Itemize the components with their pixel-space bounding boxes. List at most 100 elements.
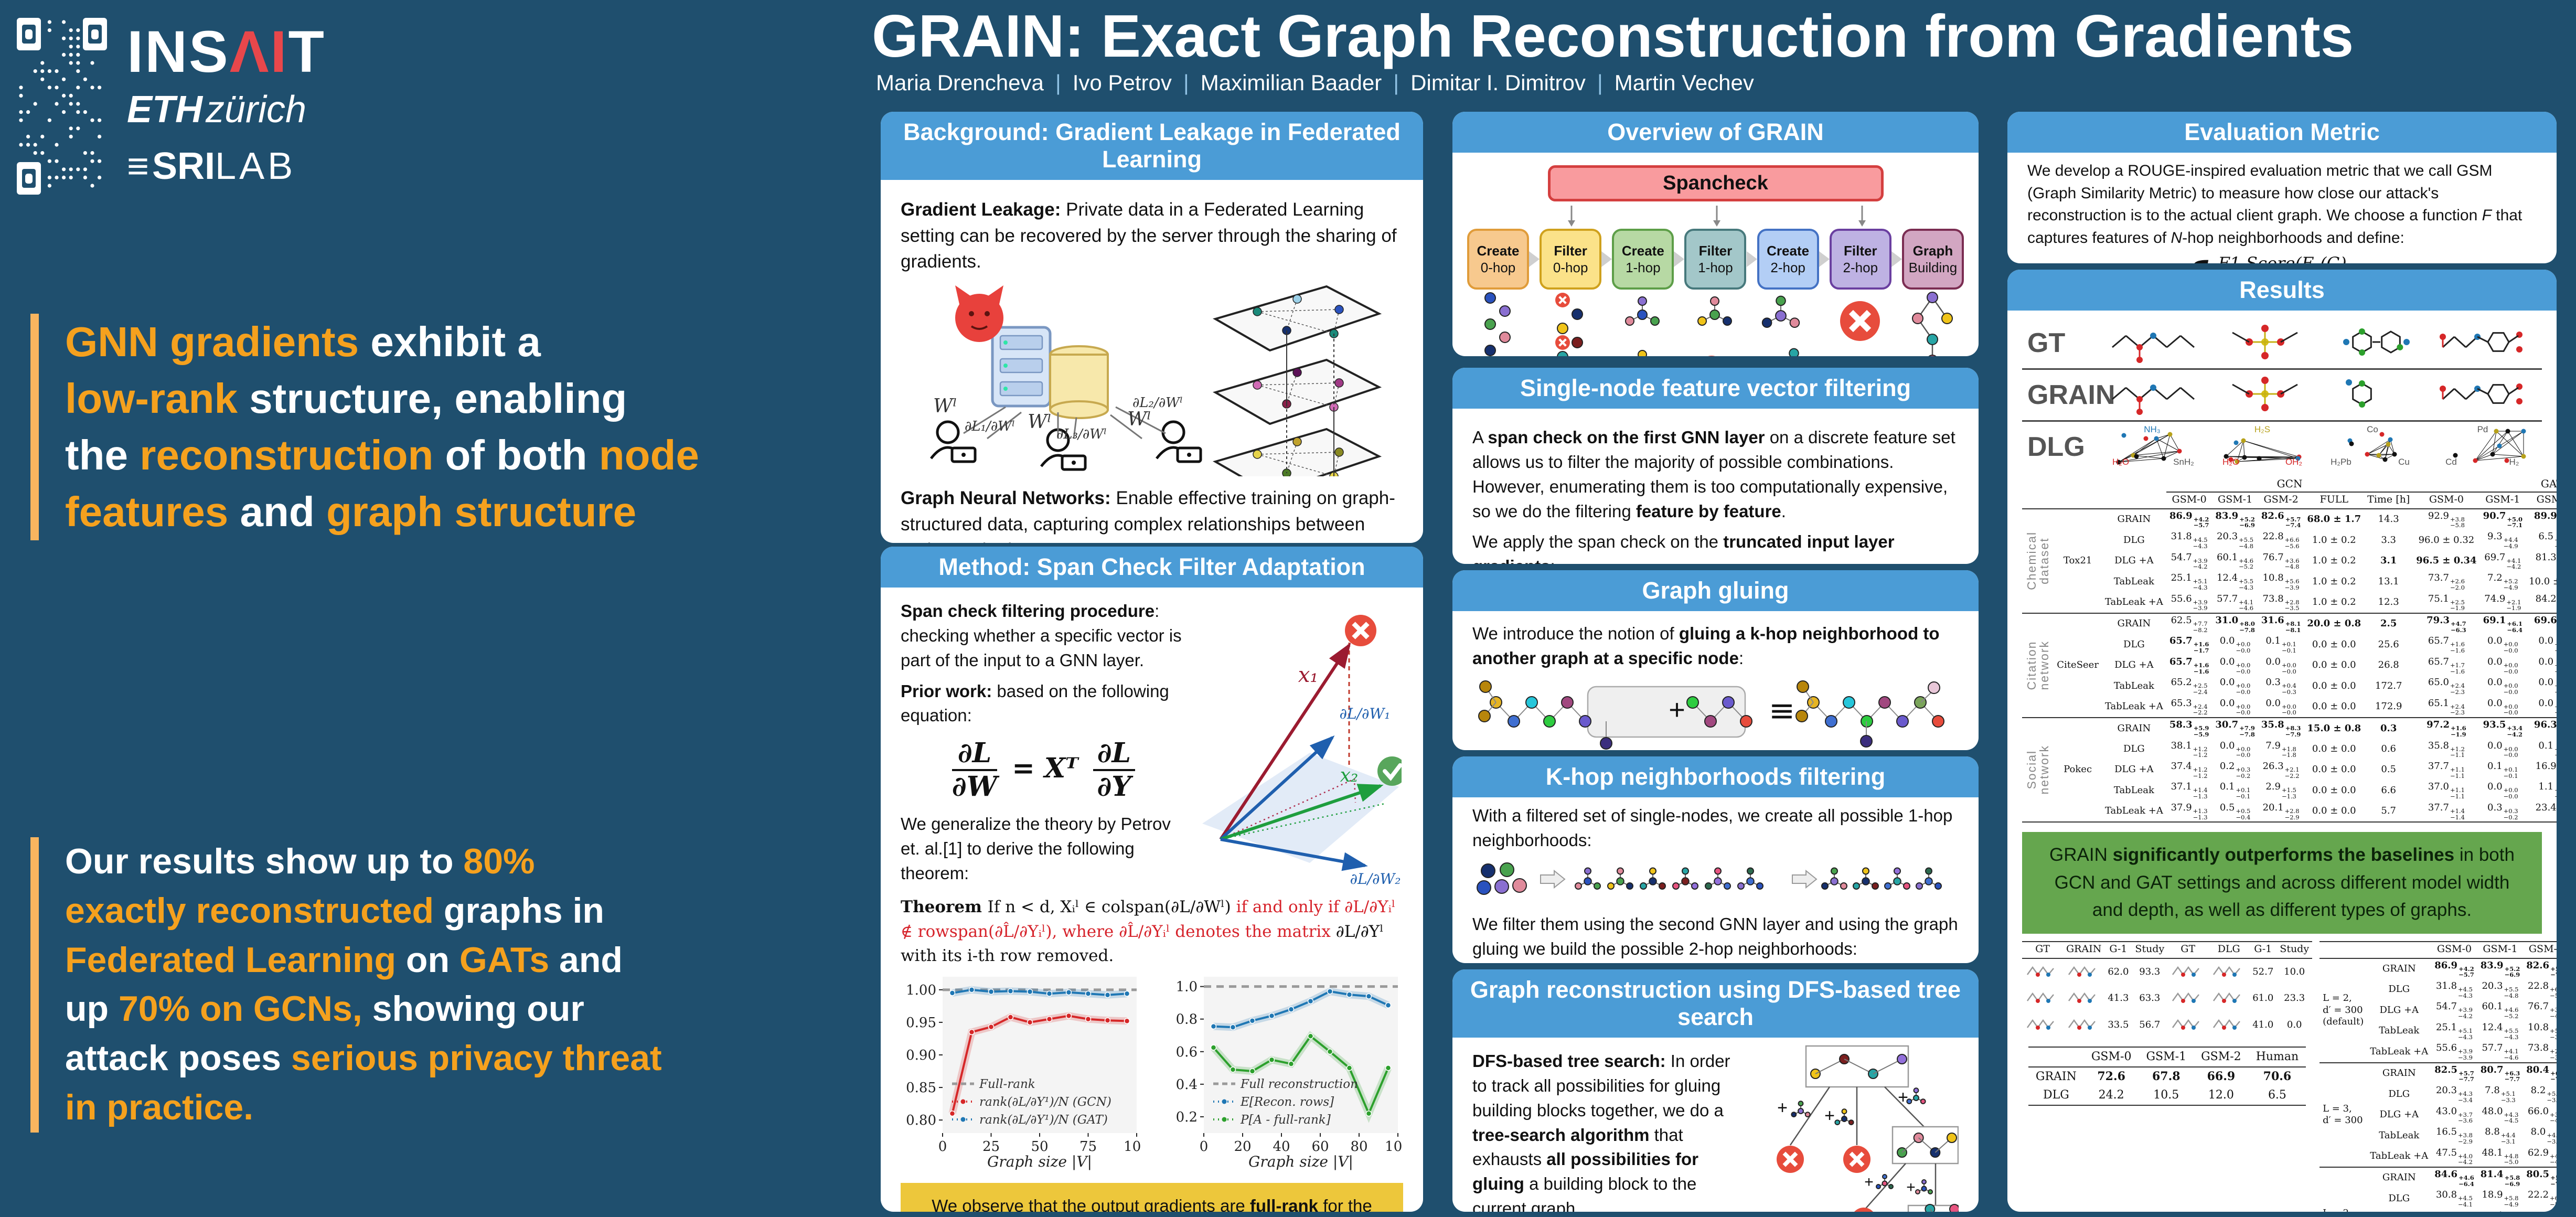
table-cell: 31.0+8.0−7.8	[2212, 612, 2258, 635]
panel-background-header: Background: Gradient Leakage in Federate…	[881, 112, 1423, 180]
molecule-figure	[2232, 377, 2298, 411]
panel-background: Background: Gradient Leakage in Federate…	[881, 112, 1423, 543]
table-cell: 65.1+2.4−2.3	[2428, 697, 2465, 717]
table-cell: 26.3+2.1−2.2	[2262, 761, 2300, 780]
table-cell: 0.0 ± 0.0	[2312, 743, 2356, 755]
table-cell: TabLeak	[2113, 680, 2154, 691]
table-cell: 12.0	[2208, 1088, 2234, 1102]
table-cell: 6.6	[2381, 784, 2397, 796]
table-cell: DLG	[2388, 1192, 2410, 1204]
table-cell	[2367, 941, 2432, 958]
table-cell: L = 3, d′ = 300	[2320, 1062, 2367, 1167]
observation-box: We observe that the output gradients are…	[901, 1182, 1403, 1212]
table-cell: Citation network	[2022, 612, 2054, 718]
table-cell: 41.0	[2252, 1019, 2274, 1030]
table-cell: DLG +A	[2379, 1109, 2419, 1120]
table-cell: 0.0 ± 0.0	[2312, 659, 2356, 671]
table-cell: 10.5	[2153, 1088, 2179, 1102]
table-cell: GRAIN	[2101, 717, 2166, 739]
table-cell	[2208, 1012, 2249, 1039]
table-cell: 68.0 ± 1.7	[2304, 508, 2365, 530]
svg-text:1.00: 1.00	[906, 983, 936, 998]
table-cell: 96.3+1.9−2.3	[2526, 717, 2557, 739]
one-hop-figure	[1477, 862, 1942, 895]
table-cell: G-1	[2249, 941, 2277, 959]
svg-text:Wˡ: Wˡ	[1127, 409, 1151, 430]
table-cell: 66.9	[2207, 1069, 2236, 1083]
table-cell: 82.5+5.7−7.7	[2431, 1062, 2477, 1084]
poster-title: GRAIN: Exact Graph Reconstruction from G…	[872, 3, 2354, 70]
table-cell: 74.9+2.1−1.9	[2484, 593, 2521, 612]
srilab-glyph-icon: ≡	[127, 145, 149, 187]
table-cell: 0.6	[2381, 743, 2397, 755]
svg-text:Full reconstruction: Full reconstruction	[1240, 1077, 1358, 1091]
table-cell: 16.9+1.9−1.9	[2535, 761, 2557, 772]
table-cell: 57.7+4.1−4.6	[2482, 1042, 2519, 1062]
panel-evaluation-metric: Evaluation Metric We develop a ROUGE-ins…	[2007, 112, 2557, 263]
table-cell: 0.1+0.1−0.1	[2538, 740, 2557, 758]
table-cell: 0.0+0.0−0.0	[2538, 697, 2557, 716]
table-cell: GSM-1	[2479, 492, 2526, 509]
gsm-cases: F1-Score(Fₙ(G), Fₙ(Ĝ))if Fₙ(G) - discret…	[2218, 253, 2537, 263]
table-cell: 10.8+5.6−3.9	[2262, 572, 2300, 591]
table-cell: 0.0+0.0−0.0	[2265, 697, 2296, 717]
svg-text:SnH₂: SnH₂	[2173, 457, 2194, 467]
svg-text:x₂: x₂	[1340, 765, 1359, 786]
table-cell: 2.5	[2364, 612, 2413, 635]
table-cell: 37.4+1.2−1.2	[2171, 761, 2208, 780]
table-cell: 0.0+0.0−0.0	[2487, 740, 2518, 759]
svg-text:75: 75	[1079, 1139, 1097, 1155]
table-cell: 8.8+4.4−3.1	[2485, 1126, 2516, 1145]
table-cell: GRAIN	[2101, 612, 2166, 635]
table-cell: DLG +A	[2114, 764, 2154, 775]
svg-text:+: +	[1777, 1098, 1788, 1118]
svg-text:Graph size |V|: Graph size |V|	[1248, 1153, 1353, 1170]
table-cell: 30.7+7.9−7.8	[2212, 717, 2258, 739]
table-cell: 0.5	[2381, 764, 2397, 775]
pipeline-illustrations	[1465, 290, 1966, 356]
svg-text:+: +	[1824, 1106, 1835, 1126]
table-cell: TabLeak	[2113, 784, 2154, 796]
table-cell: 3.3	[2381, 534, 2397, 546]
table-cell: 73.8+2.8−3.5	[2527, 1042, 2557, 1062]
table-cell: 69.6+6.2−6.0	[2526, 612, 2557, 635]
prior-work-text: Prior work: based on the following equat…	[901, 681, 1169, 725]
table-cell: GSM-2	[2258, 492, 2304, 509]
key-message-2: Our results show up to 80% exactly recon…	[30, 837, 859, 1133]
table-cell: 65.7+1.6−1.6	[2169, 656, 2209, 675]
svg-text:+: +	[1906, 1179, 1916, 1196]
table-cell: 37.7+1.4−1.4	[2428, 802, 2465, 821]
dfs-tree-figure: +++++	[1776, 1045, 1959, 1212]
table-cell: 67.8	[2152, 1069, 2180, 1083]
svg-text:rank(∂L/∂Y¹)/N (GCN): rank(∂L/∂Y¹)/N (GCN)	[979, 1095, 1111, 1109]
table-cell: 13.1	[2378, 575, 2399, 587]
table-cell: 73.8+2.8−3.5	[2262, 593, 2300, 612]
table-cell: 10.0 ± 4.8	[2529, 575, 2557, 587]
evaluation-text: We develop a ROUGE-inspired evaluation m…	[2027, 162, 2522, 247]
table-cell: 57.7+4.1−4.6	[2217, 593, 2254, 612]
table-cell: 68.7+4.9−6.1	[2523, 1209, 2557, 1212]
spancheck-bar: Spancheck	[1547, 165, 1884, 201]
table-cell: G-1	[2104, 941, 2132, 959]
table-cell: DLG	[2123, 638, 2145, 650]
table-cell: 66.0+3.7−4.6	[2527, 1105, 2557, 1125]
table-cell: 65.7+1.7−1.6	[2428, 656, 2465, 675]
panel-results-header: Results	[2007, 270, 2557, 311]
table-cell: 82.6+5.7−7.4	[2523, 957, 2557, 979]
table-el: DLG +A43.0+3.7−3.648.0+4.3−4.566.0+3.7−4…	[2320, 1105, 2557, 1125]
svg-text:25: 25	[982, 1139, 1000, 1155]
molecule-row-label: GRAIN	[2027, 380, 2115, 410]
